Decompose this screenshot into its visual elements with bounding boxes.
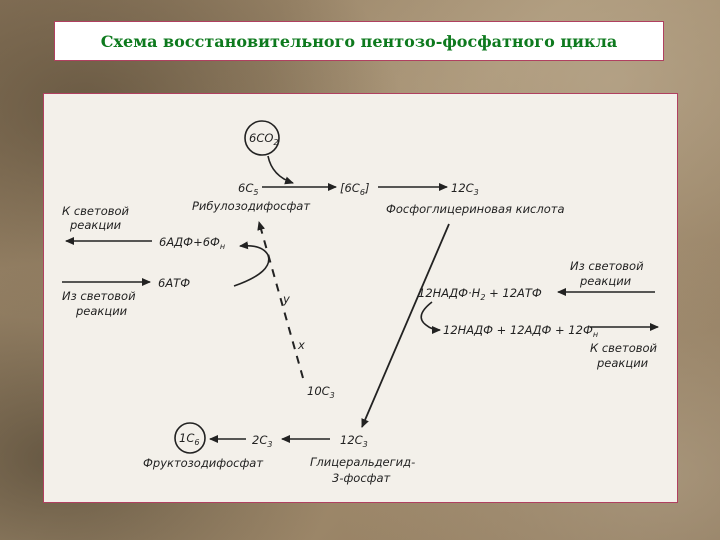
co2-circle: [244, 120, 280, 156]
pga-to-gap-arrow: [361, 223, 450, 428]
c6-circle: [174, 422, 206, 454]
to-light-2-label: К световой: [590, 341, 658, 355]
regeneration-dashed-arrow: [257, 221, 304, 379]
to-light-1-label: К световой: [62, 204, 130, 218]
diagram-frame: [43, 93, 678, 503]
c5-label: 6C5: [238, 181, 258, 197]
nadph-nadp-curve: [420, 301, 441, 334]
c10-label: 10C3: [307, 384, 335, 400]
from-light-1-label: Из световой: [62, 289, 136, 303]
from-light-2-label: Из световой: [570, 259, 644, 273]
c3-bottom-label: 12C3: [340, 433, 368, 449]
c3-top-label: 12C3: [451, 181, 479, 197]
from-light-2b-label: реакции: [579, 274, 632, 288]
gap-label: Глицеральдегид-: [310, 455, 415, 469]
co2-label: 6CO2: [249, 131, 279, 147]
nadp-label: 12НАДФ + 12АДФ + 12Фн: [443, 323, 598, 339]
from-light-1b-label: реакции: [75, 304, 128, 318]
pga-label: Фосфоглицериновая кислота: [386, 202, 565, 216]
c6-circle-label: 1C6: [179, 431, 199, 447]
x-label: x: [297, 338, 305, 352]
y-label: y: [282, 292, 290, 306]
title-box: Схема восстановительного пентозо-фосфатн…: [54, 21, 664, 61]
c2-label: 2C3: [252, 433, 272, 449]
page-title: Схема восстановительного пентозо-фосфатн…: [100, 31, 618, 51]
adf-label: 6АДФ+6Фн: [159, 235, 225, 251]
to-light-2b-label: реакции: [596, 356, 649, 370]
fdp-label: Фруктозодифосфат: [143, 456, 263, 470]
gap2-label: 3-фосфат: [332, 471, 391, 485]
nadph-label: 12НАДФ·Н2 + 12АТФ: [418, 286, 542, 302]
c6-label: [6C6]: [340, 181, 369, 197]
atp-label: 6АТФ: [158, 276, 190, 290]
ribulose-label: Рибулозодифосфат: [192, 199, 310, 213]
co2-arrow: [267, 155, 294, 185]
atp-adf-curve: [233, 241, 270, 287]
to-light-1b-label: реакции: [69, 218, 122, 232]
